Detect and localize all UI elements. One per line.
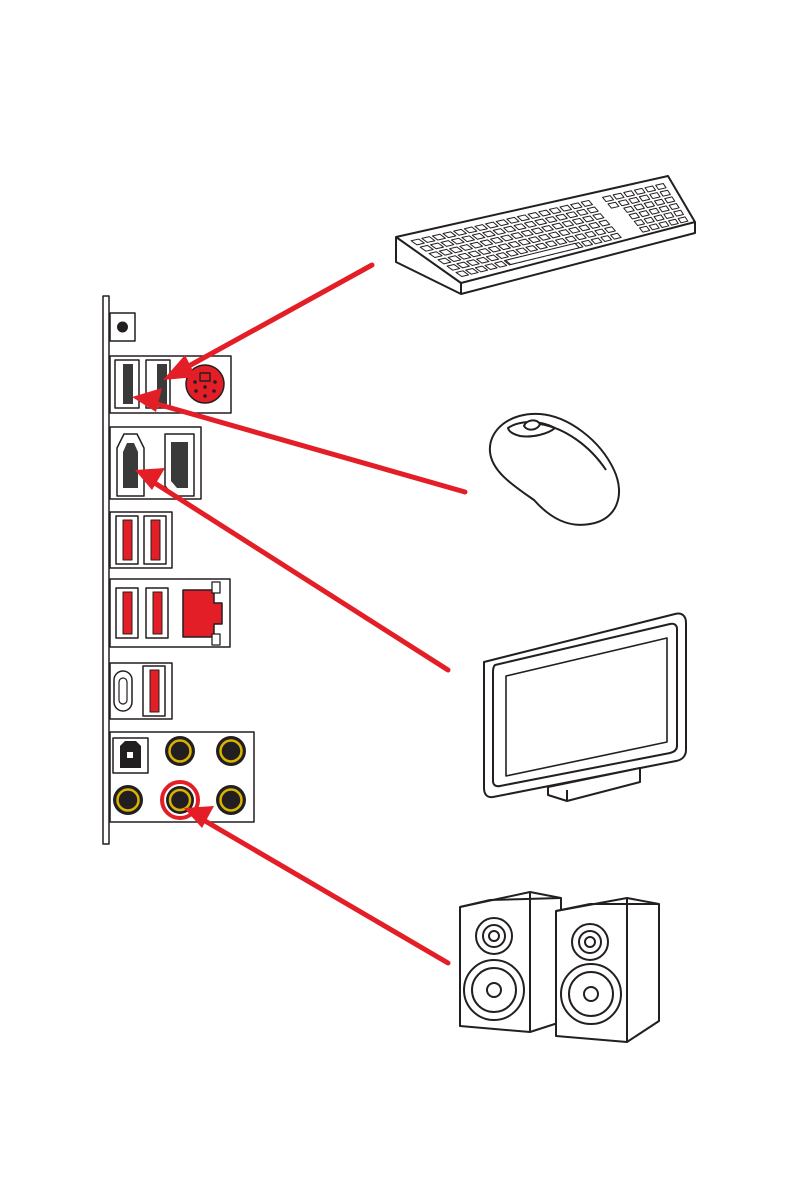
monitor-icon — [484, 613, 686, 801]
clear-cmos-button — [110, 313, 135, 341]
port-group-usb2-ps2 — [110, 356, 231, 413]
hdmi-port — [117, 434, 144, 496]
speakers-icon — [460, 892, 659, 1042]
usb3-port — [146, 588, 168, 638]
usb-c-port — [114, 671, 132, 711]
audio-jack — [165, 736, 195, 766]
usb3-port — [143, 666, 165, 716]
usb3-port — [144, 516, 166, 564]
usb3-port — [116, 516, 138, 564]
audio-jack — [216, 785, 246, 815]
audio-jack — [113, 785, 143, 815]
mouse-icon — [490, 414, 619, 525]
port-group-video — [110, 427, 201, 499]
optical-spdif-port — [113, 738, 148, 773]
speaker-right-icon — [556, 898, 659, 1042]
lan-port — [183, 582, 222, 645]
io-shield-bracket — [103, 296, 109, 844]
port-group-audio — [110, 732, 254, 822]
port-group-usb-a-pair — [110, 512, 172, 568]
port-group-usb-c-a — [110, 663, 172, 719]
keyboard-icon — [396, 176, 695, 294]
audio-jack — [216, 736, 246, 766]
speaker-left-icon — [460, 892, 561, 1032]
arrow-keyboard-to-ps2 — [163, 265, 372, 380]
displayport-port — [165, 434, 194, 496]
usb3-port — [116, 588, 138, 638]
usb2-port-left — [115, 360, 139, 408]
arrow-speakers-to-line-out — [184, 806, 448, 963]
port-group-usb-lan — [110, 579, 230, 647]
